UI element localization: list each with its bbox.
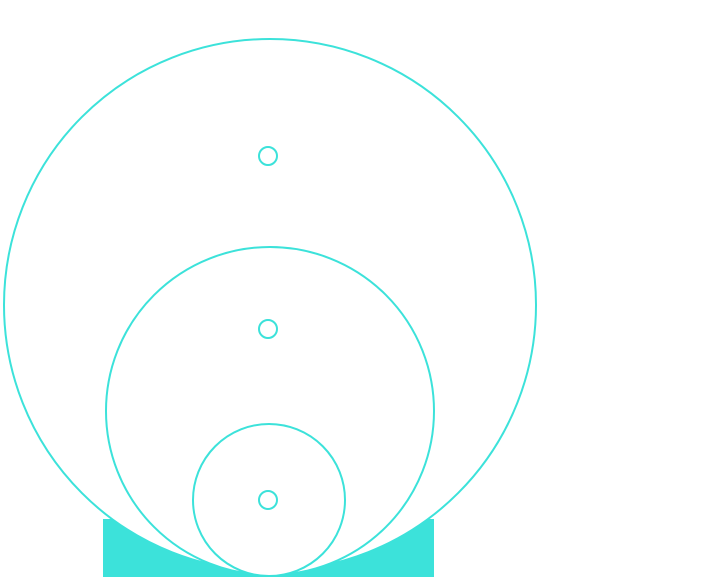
top-point-marker: [258, 146, 278, 166]
middle-point-marker: [258, 319, 278, 339]
bottom-point-marker: [258, 490, 278, 510]
